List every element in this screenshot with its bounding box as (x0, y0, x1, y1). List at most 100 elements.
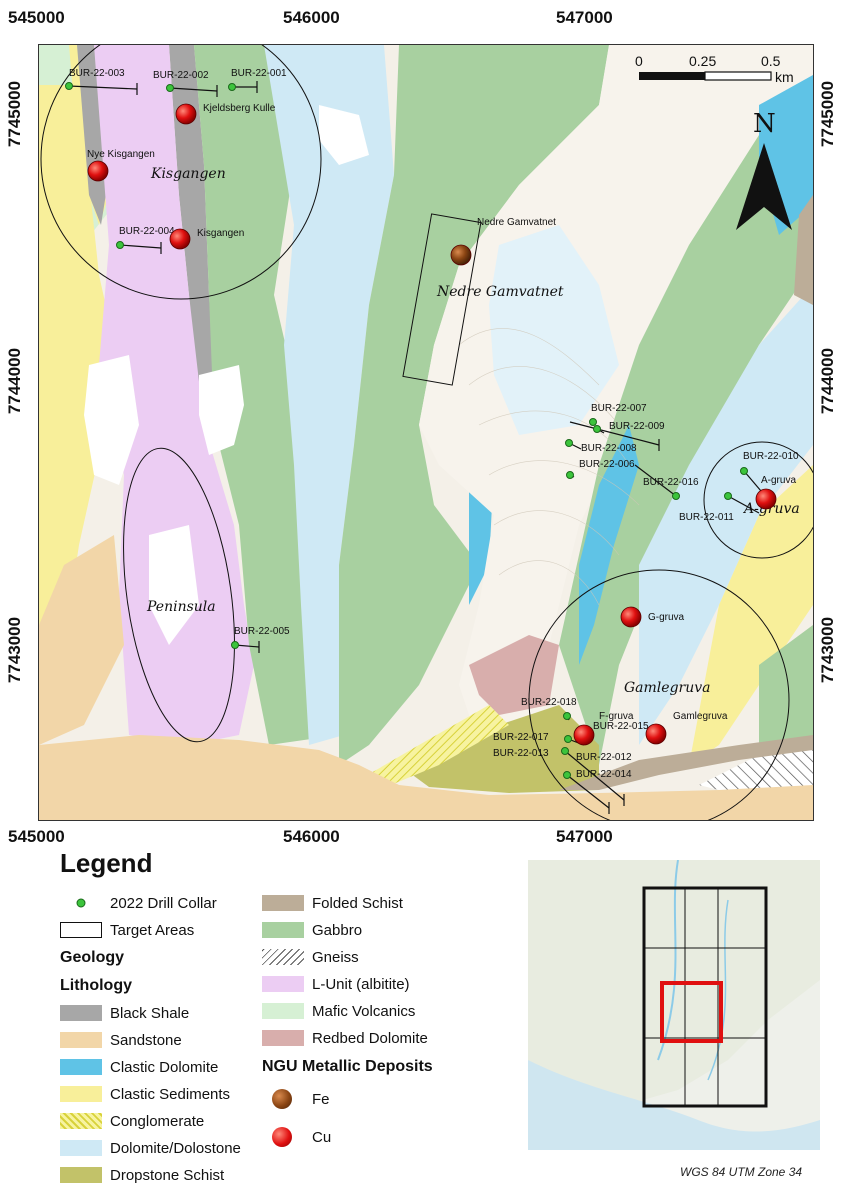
scale-unit: km (775, 69, 794, 85)
y-tick-left-0: 7745000 (5, 80, 25, 148)
inset-water (528, 1060, 820, 1150)
drill-label-005: BUR-22-005 (234, 626, 290, 637)
dolomite-west (264, 45, 394, 745)
drill-label-009: BUR-22-009 (609, 421, 665, 432)
deposit-label-nye-kisgangen: Nye Kisgangen (87, 149, 155, 160)
y-tick-right-2: 7743000 (818, 616, 838, 684)
legend-lithology-label: Redbed Dolomite (312, 1029, 428, 1047)
drill-collar-icon (60, 895, 102, 911)
collar-bur-22-008 (565, 439, 573, 447)
mafic-volcanics-swatch (262, 1003, 304, 1019)
legend-deposit-cu: Cu (262, 1126, 331, 1148)
legend-lithology-sandstone: Sandstone (60, 1031, 182, 1049)
legend-target-areas-label: Target Areas (110, 921, 195, 939)
lake-north (319, 105, 369, 165)
deposits (87, 103, 777, 746)
black-shale-swatch (60, 1005, 102, 1021)
legend-deposit-fe-label: Fe (312, 1090, 330, 1108)
legend-lithology-gabbro: Gabbro (262, 921, 362, 939)
gabbro-central (339, 45, 609, 765)
drill-label-001: BUR-22-001 (231, 68, 287, 79)
l-unit-albitite-swatch (262, 976, 304, 992)
collar-bur-22-002 (166, 84, 174, 92)
legend-lithology-label: Folded Schist (312, 894, 403, 912)
inset-map-svg (528, 860, 820, 1150)
legend-lithology-dolomite-dolostone: Dolomite/Dolostone (60, 1139, 241, 1157)
drill-label-002: BUR-22-002 (153, 70, 209, 81)
legend-lithology-clastic-sediments: Clastic Sediments (60, 1085, 230, 1103)
deposit-nedre-gamvatnet (450, 244, 472, 266)
legend-lithology-redbed-dolomite: Redbed Dolomite (262, 1029, 428, 1047)
x-tick-bottom-1: 546000 (283, 827, 340, 846)
north-arrow-icon (736, 143, 792, 230)
legend-lithology-l-unit-albitite: L-Unit (albitite) (262, 975, 410, 993)
legend-lithology-heading: Lithology (60, 977, 132, 994)
target-area-swatch (60, 922, 102, 938)
collar-bur-22-009 (593, 425, 601, 433)
sandstone-south (39, 735, 813, 820)
legend-lithology-label: Black Shale (110, 1004, 190, 1022)
area-label-a-gruva: A-gruva (742, 501, 800, 517)
location-inset-map (528, 860, 820, 1150)
drill-label-007: BUR-22-007 (591, 403, 647, 414)
deposit-kisgangen (169, 228, 191, 250)
gneiss-swatch (262, 949, 304, 965)
legend-lithology-clastic-dolomite: Clastic Dolomite (60, 1058, 218, 1076)
deposit-label-gamlegruva: Gamlegruva (673, 711, 728, 722)
folded-schist-swatch (262, 895, 304, 911)
legend-lithology-label: Dolomite/Dolostone (110, 1139, 241, 1157)
clastic-dolomite-swatch (60, 1059, 102, 1075)
drill-label-008: BUR-22-008 (581, 443, 637, 454)
drill-traces (68, 81, 762, 814)
legend-lithology-label: Sandstone (110, 1031, 182, 1049)
deposit-gamlegruva (645, 723, 667, 745)
target-area-a-gruva (703, 441, 813, 559)
legend-lithology-mafic-volcanics: Mafic Volcanics (262, 1002, 415, 1020)
area-label-nedre: Nedre Gamvatnet (436, 284, 564, 300)
geology-map: Kisgangen Nedre Gamvatnet Peninsula A-gr… (38, 44, 814, 821)
clastic-sediments-west (39, 85, 119, 665)
geology-map-svg: Kisgangen Nedre Gamvatnet Peninsula A-gr… (39, 45, 813, 820)
legend-lithology-conglomerate: Conglomerate (60, 1112, 204, 1130)
deposit-label-kisgangen: Kisgangen (197, 228, 244, 239)
y-tick-left-2: 7743000 (5, 616, 25, 684)
topo-contours (458, 328, 640, 606)
legend-lithology-gneiss: Gneiss (262, 948, 359, 966)
area-label-gamlegruva: Gamlegruva (624, 680, 711, 696)
legend-title: Legend (60, 848, 153, 878)
cu-deposit-icon (272, 1127, 292, 1147)
deposit-label-a-gruva: A-gruva (761, 475, 796, 486)
legend-lithology-black-shale: Black Shale (60, 1004, 189, 1022)
legend-lithology-label: Conglomerate (110, 1112, 205, 1130)
legend-deposits-heading: NGU Metallic Deposits (262, 1058, 433, 1075)
collar-bur-22-013 (561, 747, 569, 755)
gabbro-east (559, 105, 813, 765)
legend-lithology-label: Clastic Dolomite (110, 1058, 219, 1076)
lake-west-2 (199, 365, 244, 455)
legend-lithology-label: Gabbro (312, 921, 363, 939)
lake-peninsula (149, 525, 199, 645)
collar-bur-22-014 (563, 771, 571, 779)
x-tick-top-1: 546000 (283, 8, 340, 27)
deposit-kjeldsberg-kulle (175, 103, 197, 125)
inset-frames (642, 886, 768, 1108)
deposit-labels: Kjeldsberg Kulle Nye Kisgangen Kisgangen… (87, 103, 796, 722)
collar-bur-22-001 (228, 83, 236, 91)
sandstone-swatch (60, 1032, 102, 1048)
scale-label-0: 0 (635, 53, 643, 69)
legend-lithology-label: Clastic Sediments (110, 1085, 231, 1103)
legend-drill-collar: 2022 Drill Collar (60, 894, 217, 912)
fe-deposit-icon (272, 1089, 292, 1109)
legend-lithology-dropstone-schist: Dropstone Schist (60, 1166, 224, 1184)
target-areas (40, 45, 813, 820)
area-label-kisgangen: Kisgangen (150, 166, 226, 182)
x-tick-top-0: 545000 (8, 8, 65, 27)
drill-label-013: BUR-22-013 (493, 748, 549, 759)
deposit-nye-kisgangen (87, 160, 109, 182)
legend-deposit-fe: Fe (262, 1088, 330, 1110)
drill-label-003: BUR-22-003 (69, 68, 125, 79)
dolomite-dolostone-swatch (60, 1140, 102, 1156)
scale-label-05: 0.5 (761, 53, 781, 69)
legend-lithology-label: Gneiss (312, 948, 359, 966)
drill-labels: BUR-22-003 BUR-22-002 BUR-22-001 BUR-22-… (69, 68, 799, 780)
